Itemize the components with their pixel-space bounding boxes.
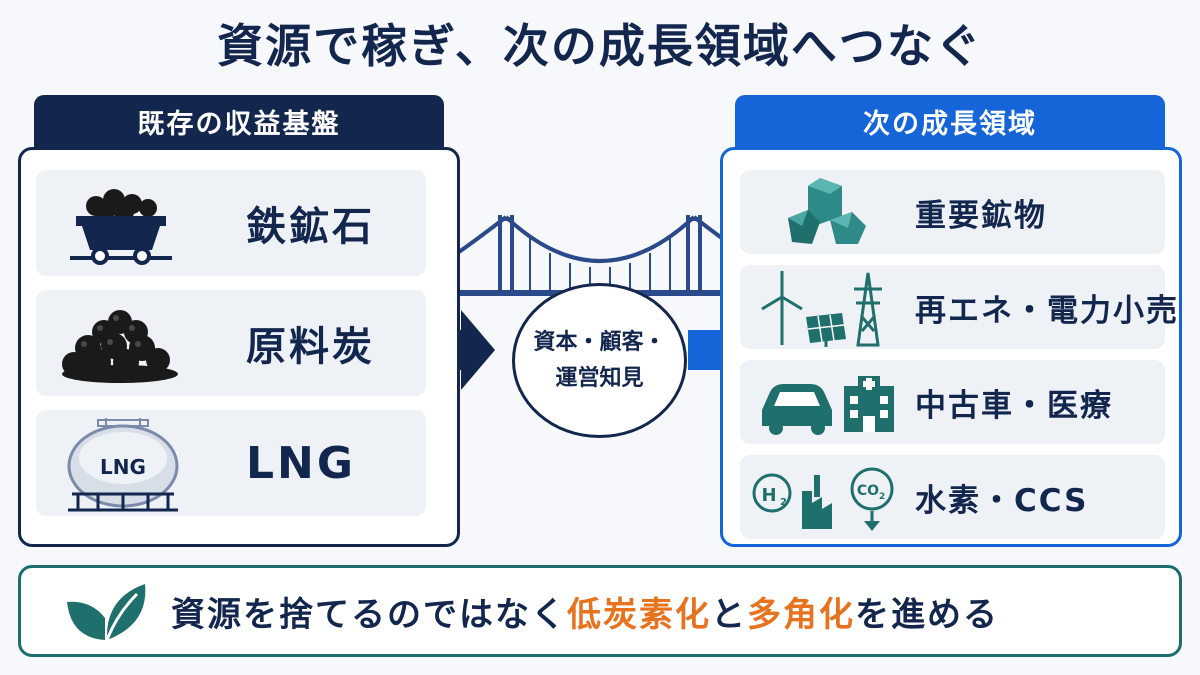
list-item: 中古車・医療 [740, 360, 1165, 444]
h2-label: H [761, 485, 776, 506]
list-item: 再エネ・電力小売 [740, 265, 1177, 349]
hydrogen-co2-icon: H 2 CO 2 [752, 467, 894, 531]
list-item: 原料炭 [36, 290, 426, 396]
item-label-critical-minerals: 重要鉱物 [915, 197, 1047, 234]
item-label-lng: LNG [246, 437, 356, 489]
co2-label: CO [857, 483, 879, 499]
item-label-hydrogen-ccs: 水素・CCS [915, 482, 1089, 519]
summary-text-part: と [711, 594, 747, 635]
lng-tank-icon: LNG [67, 418, 179, 512]
highlight-diversification: 多角化 [747, 594, 855, 635]
minerals-icon [788, 178, 866, 244]
lng-tank-label: LNG [100, 455, 146, 479]
list-item: 重要鉱物 [740, 170, 1165, 254]
list-item: LNG LNG [36, 410, 426, 516]
svg-text:2: 2 [879, 492, 885, 502]
summary-banner: 資源を捨てるのではなく低炭素化と多角化を進める [18, 565, 1182, 657]
right-panel-header: 次の成長領域 [735, 95, 1165, 147]
highlight-low-carbon: 低炭素化 [567, 594, 711, 635]
renewables-icon [761, 271, 882, 347]
car-hospital-icon [762, 376, 894, 435]
leaf-icon [67, 584, 146, 641]
summary-text-part: を進める [855, 594, 999, 635]
hub-line-2: 運営知見 [555, 365, 644, 391]
mine-cart-icon [70, 189, 172, 265]
svg-text:2: 2 [780, 497, 787, 508]
summary-text: 資源を捨てるのではなく低炭素化と多角化を進める [171, 568, 999, 654]
page-title: 資源で稼ぎ、次の成長領域へつなぐ [217, 19, 983, 73]
hub-circle: 資本・顧客・ 運営知見 [512, 283, 687, 438]
item-label-iron-ore: 鉄鉱石 [246, 204, 375, 250]
hub-line-1: 資本・顧客・ [533, 329, 666, 355]
item-label-renewables-power-retail: 再エネ・電力小売 [915, 292, 1179, 329]
summary-text-part: 資源を捨てるのではなく [171, 594, 567, 635]
list-item: 鉄鉱石 [36, 170, 426, 276]
list-item: H 2 CO 2 水素・CCS [740, 455, 1165, 539]
coal-pile-icon [62, 310, 178, 383]
left-panel-header: 既存の収益基盤 [34, 95, 444, 147]
item-label-used-cars-healthcare: 中古車・医療 [915, 387, 1113, 424]
item-label-coking-coal: 原料炭 [246, 324, 375, 370]
